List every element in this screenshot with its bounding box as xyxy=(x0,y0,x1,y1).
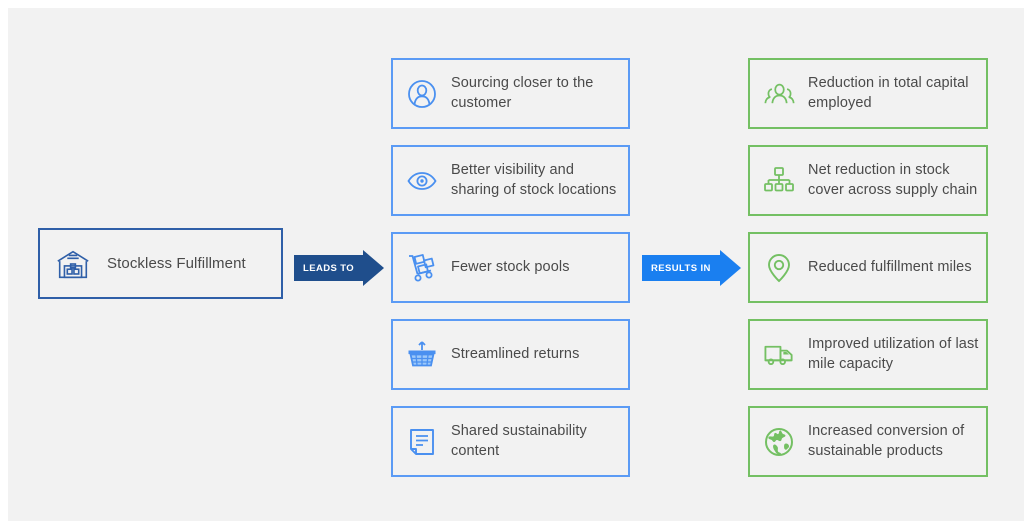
eye-icon xyxy=(405,164,439,198)
hand-truck-icon xyxy=(405,251,439,285)
node-shared-sustainability[interactable]: Shared sustainability content xyxy=(391,406,630,477)
arrow-results-in-body: RESULTS IN xyxy=(642,255,720,281)
arrow-leads-to-label: LEADS TO xyxy=(303,262,355,274)
node-improved-utilization[interactable]: Improved utilization of last mile capaci… xyxy=(748,319,988,390)
map-pin-icon xyxy=(762,251,796,285)
node-label: Reduction in total capital employed xyxy=(808,75,969,111)
document-icon xyxy=(405,425,439,459)
org-chart-icon xyxy=(762,164,796,198)
node-fewer-stock-pools[interactable]: Fewer stock pools xyxy=(391,232,630,303)
arrow-leads-to: LEADS TO xyxy=(294,250,385,286)
node-label: Reduced fulfillment miles xyxy=(808,258,972,275)
arrow-leads-to-body: LEADS TO xyxy=(294,255,364,281)
arrow-results-in-label: RESULTS IN xyxy=(651,262,711,274)
arrow-results-in-head xyxy=(719,250,741,286)
node-label: Improved utilization of last mile capaci… xyxy=(808,336,979,372)
globe-icon xyxy=(762,425,796,459)
node-reduction-capital[interactable]: Reduction in total capital employed xyxy=(748,58,988,129)
node-label: Increased conversion of sustainable prod… xyxy=(808,423,965,459)
node-sourcing-closer[interactable]: Sourcing closer to the customer xyxy=(391,58,630,129)
node-label: Shared sustainability content xyxy=(451,423,587,459)
arrow-results-in: RESULTS IN xyxy=(642,250,741,286)
node-label: Better visibility and sharing of stock l… xyxy=(451,162,617,198)
node-stockless-fulfillment[interactable]: Stockless Fulfillment xyxy=(38,228,283,299)
warehouse-icon xyxy=(53,244,93,284)
node-better-visibility[interactable]: Better visibility and sharing of stock l… xyxy=(391,145,630,216)
node-label: Sourcing closer to the customer xyxy=(451,75,594,111)
diagram-canvas: Stockless Fulfillment LEADS TO RESULTS I… xyxy=(8,8,1024,521)
node-reduced-fulfillment-miles[interactable]: Reduced fulfillment miles xyxy=(748,232,988,303)
node-label: Net reduction in stock cover across supp… xyxy=(808,162,978,198)
arrow-leads-to-head xyxy=(363,250,385,286)
people-group-icon xyxy=(762,77,796,111)
node-streamlined-returns[interactable]: Streamlined returns xyxy=(391,319,630,390)
delivery-truck-icon xyxy=(762,338,796,372)
node-label: Stockless Fulfillment xyxy=(107,254,246,272)
shopping-basket-icon xyxy=(405,338,439,372)
node-label: Streamlined returns xyxy=(451,345,580,362)
person-circle-icon xyxy=(405,77,439,111)
node-increased-conversion[interactable]: Increased conversion of sustainable prod… xyxy=(748,406,988,477)
node-label: Fewer stock pools xyxy=(451,258,570,275)
node-net-reduction-stock-cover[interactable]: Net reduction in stock cover across supp… xyxy=(748,145,988,216)
